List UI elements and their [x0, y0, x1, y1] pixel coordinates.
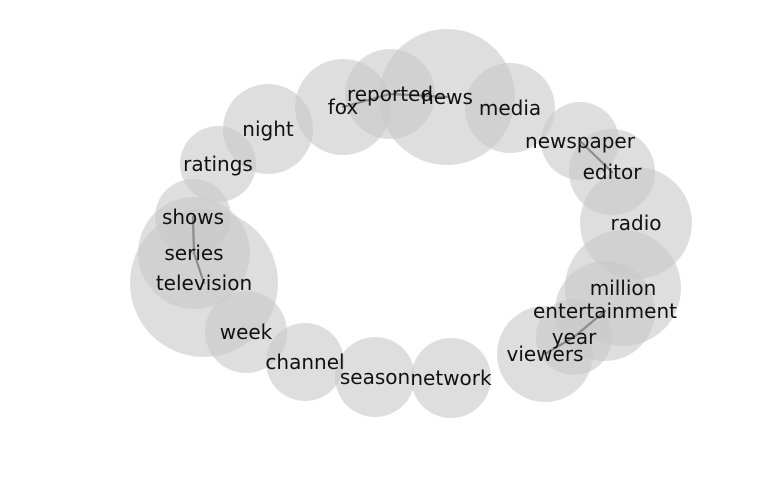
word-label-entertainment: entertainment — [533, 299, 677, 323]
word-label-million: million — [590, 276, 657, 300]
link-reported-fox — [341, 92, 392, 109]
word-label-television: television — [156, 271, 252, 295]
link-series-television — [192, 251, 206, 285]
word-label-network: network — [410, 366, 492, 390]
word-label-year: year — [552, 325, 597, 349]
bubble-season — [335, 337, 415, 417]
bubble-channel — [266, 323, 344, 401]
word-label-ratings: ratings — [183, 152, 253, 176]
word-label-season: season — [340, 365, 410, 389]
bubble-media — [465, 63, 555, 153]
link-layer — [191, 92, 614, 356]
bubble-network — [411, 338, 491, 418]
bubble-week — [205, 291, 287, 373]
link-shows-series — [191, 215, 196, 255]
word-label-editor: editor — [583, 160, 643, 184]
word-label-reported: reported — [347, 82, 433, 106]
word-label-media: media — [479, 96, 541, 120]
link-newspaper-editor — [578, 139, 614, 174]
word-label-channel: channel — [265, 350, 344, 374]
link-reported-news — [388, 92, 449, 99]
word-label-newspaper: newspaper — [525, 129, 636, 153]
word-label-radio: radio — [611, 211, 662, 235]
word-label-shows: shows — [162, 205, 224, 229]
link-year-viewers — [543, 335, 576, 356]
word-label-week: week — [220, 320, 273, 344]
word-label-viewers: viewers — [506, 342, 583, 366]
word-label-series: series — [164, 241, 223, 265]
word-label-news: news — [421, 85, 473, 109]
word-label-fox: fox — [328, 95, 359, 119]
word-label-night: night — [242, 117, 294, 141]
link-entertainment-year — [572, 309, 607, 339]
